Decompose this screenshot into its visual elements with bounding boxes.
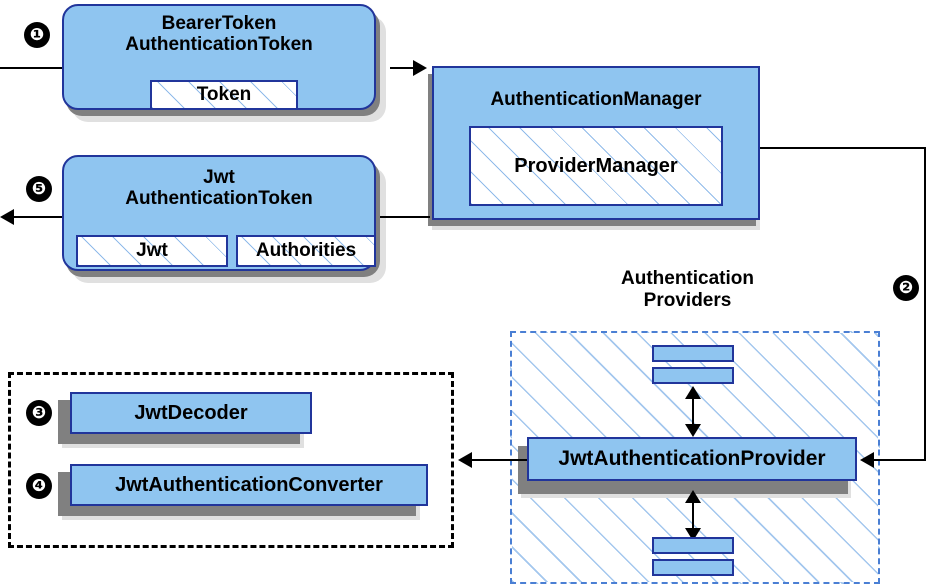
- connector-manager-down: [924, 147, 926, 460]
- jwt-decoder-label: JwtDecoder: [134, 401, 248, 424]
- arrow-into-provider-icon: [860, 452, 874, 468]
- badge-step-5: ❺: [26, 176, 52, 202]
- connector-provider-bottom: [692, 496, 694, 534]
- arrow-provider-bottom-up-icon: [685, 490, 701, 503]
- authentication-manager-title: AuthenticationManager: [490, 89, 702, 110]
- authentication-providers-label: Authentication Providers: [575, 268, 800, 312]
- chip-provider-manager: ProviderManager: [469, 126, 723, 206]
- connector-response-out: [10, 216, 70, 218]
- authentication-providers-label-line1: Authentication: [621, 268, 754, 289]
- chip-authorities: Authorities: [236, 235, 376, 267]
- jwt-authentication-converter-label: JwtAuthenticationConverter: [115, 473, 383, 496]
- badge-step-3: ❸: [26, 400, 52, 426]
- arrow-provider-to-support-icon: [458, 452, 472, 468]
- provider-placeholder-bar-top-1: [652, 345, 734, 362]
- bearer-token-title-line1: BearerToken: [161, 13, 277, 34]
- node-jwt-authentication-converter[interactable]: JwtAuthenticationConverter: [70, 464, 428, 506]
- provider-placeholder-bar-top-2: [652, 367, 734, 384]
- jwt-authentication-provider-label: JwtAuthenticationProvider: [558, 447, 826, 471]
- provider-placeholder-bar-bottom-2: [652, 559, 734, 576]
- arrow-provider-top-up-icon: [685, 386, 701, 399]
- badge-step-1: ❶: [24, 22, 50, 48]
- arrow-provider-top-down-icon: [685, 424, 701, 437]
- chip-token: Token: [150, 80, 298, 110]
- jwt-auth-token-title-line1: Jwt: [203, 167, 235, 188]
- jwt-auth-token-title-line2: AuthenticationToken: [125, 188, 313, 210]
- node-jwt-decoder[interactable]: JwtDecoder: [70, 392, 312, 434]
- connector-into-provider: [872, 459, 926, 461]
- connector-manager-to-result: [380, 216, 430, 218]
- connector-provider-top: [692, 392, 694, 430]
- connector-request-in: [0, 67, 68, 69]
- badge-step-2: ❷: [893, 275, 919, 301]
- connector-token-to-manager: [390, 67, 425, 69]
- jwt-support-group: [8, 372, 454, 548]
- bearer-token-title-line2: AuthenticationToken: [125, 34, 313, 56]
- arrow-response-out-icon: [0, 209, 14, 225]
- chip-jwt: Jwt: [76, 235, 228, 267]
- authentication-providers-label-line2: Providers: [643, 289, 732, 311]
- provider-placeholder-bar-bottom-1: [652, 537, 734, 554]
- connector-provider-to-support: [470, 459, 530, 461]
- badge-step-4: ❹: [26, 473, 52, 499]
- node-jwt-authentication-provider[interactable]: JwtAuthenticationProvider: [527, 437, 857, 481]
- connector-manager-right: [760, 147, 926, 149]
- arrow-token-to-manager-icon: [413, 60, 427, 76]
